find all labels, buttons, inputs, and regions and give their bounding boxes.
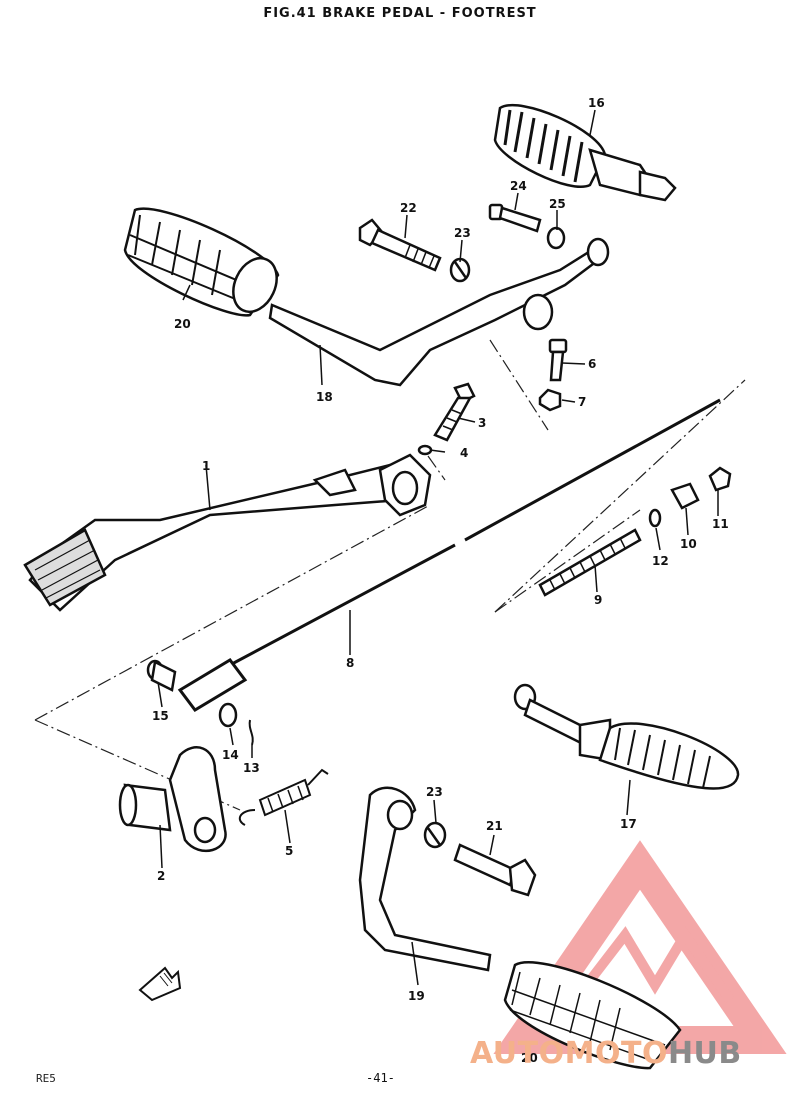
part-label-15: 15 (152, 709, 169, 723)
part-label-20-lower: 20 (521, 1051, 538, 1065)
part-label-25: 25 (549, 197, 566, 211)
rod-spring-9 (538, 528, 642, 597)
part-label-22: 21 (486, 819, 503, 833)
part-label-4: 4 (460, 446, 468, 460)
part-label-17: 17 (620, 817, 637, 831)
bolt-24 (488, 203, 542, 233)
part-label-1: 1 (202, 459, 210, 473)
part-label-7: 7 (578, 395, 586, 409)
bolt-3 (433, 382, 476, 442)
part-label-3: 3 (478, 416, 486, 430)
reference-lines (34, 339, 746, 811)
return-spring (238, 768, 329, 826)
footrest-bracket (358, 786, 492, 972)
brake-rod (177, 398, 721, 712)
part-label-11: 11 (712, 517, 729, 531)
part-label-20-upper: 20 (174, 317, 191, 331)
part-label-23-lower: 23 (426, 785, 443, 799)
model-code: RE5 (36, 1072, 56, 1085)
joint-10 (670, 482, 700, 510)
nut-11 (708, 466, 732, 492)
part-label-9: 9 (594, 593, 602, 607)
watermark-brand-right: HUB (667, 1036, 742, 1071)
part-label-2: 2 (157, 869, 165, 883)
part-label-14: 14 (222, 748, 239, 762)
bolt-22 (453, 843, 537, 897)
washer-23-upper (449, 257, 471, 283)
part-label-8: 8 (346, 656, 354, 670)
footrest-rubber-right (493, 103, 677, 202)
figure-title: FIG.41 BRAKE PEDAL - FOOTREST (263, 6, 537, 21)
footrest-rubber-lower (503, 961, 682, 1070)
part-label-23-upper: 23 (454, 226, 471, 240)
watermark-text: AUTOMOTOHUB (470, 1036, 742, 1072)
part-label-16: 16 (588, 96, 605, 110)
washer-23-lower (423, 821, 447, 849)
part-number-labels: 16 22 24 25 23 20 6 18 7 3 4 1 11 10 12 … (152, 96, 729, 1065)
footrest-17 (513, 683, 740, 790)
washer-14 (218, 702, 238, 728)
bolt-6 (548, 338, 568, 382)
washer-4 (417, 444, 433, 456)
part-label-12: 12 (652, 554, 669, 568)
page-number: -41- (366, 1071, 395, 1085)
washer-12 (648, 508, 662, 528)
cotter-pin-13 (248, 719, 254, 746)
nut-7 (538, 388, 562, 412)
pin-15 (146, 659, 177, 692)
part-label-19: 19 (408, 989, 425, 1003)
watermark-brand-left: AUTOMOTO (470, 1036, 668, 1071)
brake-pedal (23, 453, 432, 612)
brake-arm (118, 746, 227, 852)
washer-25 (546, 226, 566, 250)
part-label-10: 10 (680, 537, 697, 551)
part-label-13: 13 (243, 761, 260, 775)
footrest-rubber-left-upper (123, 207, 280, 317)
leader-lines (157, 109, 719, 986)
bolt-21 (358, 218, 442, 272)
footrest-bar (268, 237, 610, 387)
part-label-18: 18 (316, 390, 333, 404)
part-label-6: 6 (588, 357, 596, 371)
part-label-21: 22 (400, 201, 417, 215)
part-label-5: 5 (285, 844, 293, 858)
front-arrow-icon (138, 966, 182, 1002)
part-label-24: 24 (510, 179, 527, 193)
